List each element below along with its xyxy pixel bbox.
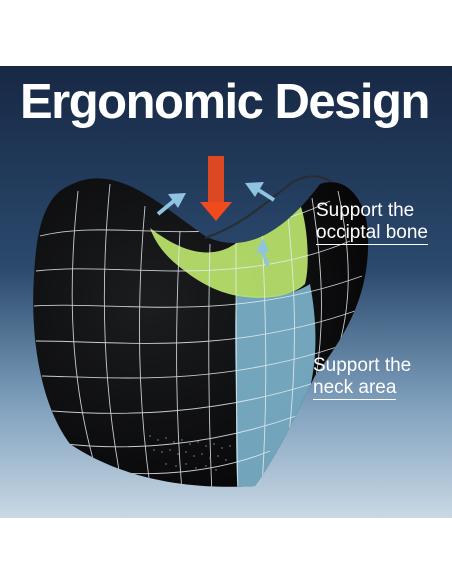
callout-neck-line1: Support the: [313, 355, 412, 376]
support-arrow-left-icon: [156, 193, 186, 216]
pillow-perforation-texture: [149, 435, 231, 471]
pillow-rear-edge: [204, 175, 333, 239]
callout-neck-area: Support the neck area: [313, 355, 412, 400]
product-image-panel: Ergonomic Design Support the occiptal bo…: [0, 66, 452, 518]
callout-neck-line2: neck area: [313, 377, 397, 400]
neck-support-zone: [235, 284, 316, 487]
pillow-illustration: [33, 156, 369, 487]
pressure-arrow-down-icon: [200, 156, 232, 221]
callout-occipital-line1: Support the: [316, 200, 415, 221]
support-arrow-up-icon: [256, 238, 270, 267]
support-arrow-right-icon: [245, 182, 276, 202]
headline: Ergonomic Design: [20, 75, 430, 129]
callout-occipital-line2: occiptal bone: [316, 222, 428, 245]
callout-occipital-bone: Support the occiptal bone: [316, 200, 428, 245]
